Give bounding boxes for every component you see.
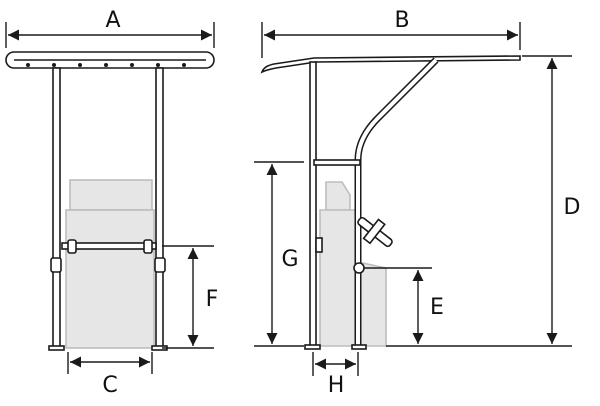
label-B: B [394,8,409,33]
front-right-post [155,67,164,349]
label-E: E [430,295,444,320]
label-C: C [102,373,117,398]
side-console-upper [325,181,351,211]
front-console-upper [69,179,153,211]
front-grab-rail [61,242,157,250]
label-H: H [328,373,345,398]
side-grab-knob [353,262,365,274]
side-view [260,55,521,350]
side-dimensions [254,22,572,376]
front-left-post [52,67,61,349]
canopy-rivets [26,63,186,67]
front-console-body [65,209,155,349]
front-dimensions [5,22,215,374]
label-G: G [281,247,298,272]
label-D: D [564,195,581,220]
side-post [309,61,317,347]
label-A: A [105,8,120,33]
front-view [5,51,215,351]
side-rail [313,159,361,166]
side-canopy [260,55,521,74]
label-F: F [206,287,219,312]
steering-wheel [357,216,393,248]
